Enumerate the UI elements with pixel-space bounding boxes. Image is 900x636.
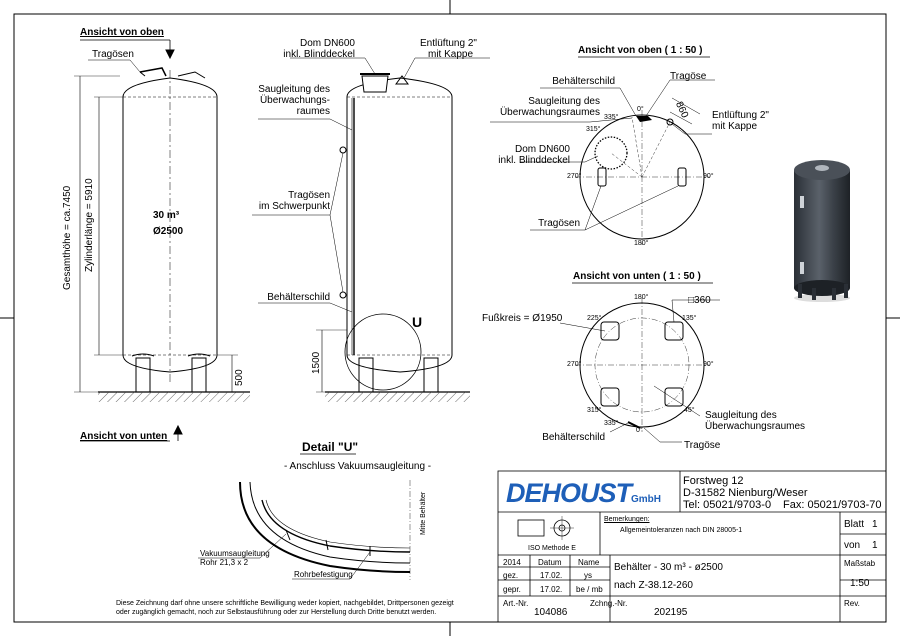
bottom-angle-225: 225° (587, 315, 602, 322)
side-lugs-label-2: im Schwerpunkt (258, 201, 330, 212)
detail-u-marker: U (412, 314, 423, 330)
bottom-angle-45: 45° (684, 407, 695, 414)
detail-pipe-label-2: Rohr 21,3 x 2 (200, 558, 249, 567)
name-header: Name (578, 558, 600, 567)
bottom-angle-90: 90° (703, 361, 714, 368)
view-from-top-label: Ansicht von oben (80, 27, 164, 38)
drawing-title-2: nach Z-38.12-260 (614, 580, 693, 591)
detail-center-label: Mitte Behälter (420, 491, 427, 535)
tank-render (794, 160, 850, 302)
leg-height-dim: 500 (234, 369, 245, 386)
bottom-angle-180: 180° (634, 294, 649, 301)
foot-circle-label: Fußkreis = Ø1950 (482, 313, 563, 324)
side-suction-label-3: raumes (296, 106, 330, 117)
top-angle-180: 180° (634, 240, 649, 247)
bottom-angle-0: 0° (636, 427, 643, 434)
company-logo: DEHOUSTGmbH (506, 478, 662, 508)
drawn-name: ys (584, 571, 592, 580)
drawn-date: 17.02. (540, 571, 563, 580)
company-fax: Fax: 05021/9703-70 (783, 499, 882, 511)
side-suction-label-1: Saugleitung des (258, 84, 330, 95)
bottom-lug-label: Tragöse (684, 440, 721, 451)
bottom-suction-label-1: Saugleitung des (705, 410, 777, 421)
side-dome-label-2: inkl. Blinddeckel (283, 49, 355, 60)
top-suction-label-2: Überwachungsraumes (499, 107, 600, 118)
checked-label: gepr. (503, 585, 521, 594)
remarks-text: Allgemeintoleranzen nach DIN 28005-1 (620, 527, 743, 534)
top-angle-90: 90° (703, 173, 714, 180)
disclaimer-line-1: Diese Zeichnung darf ohne unsere schrift… (116, 600, 454, 607)
cylinder-length-dim: Zylinderlänge = 5910 (84, 178, 95, 272)
view-from-bottom-label: Ansicht von unten (80, 431, 168, 442)
side-dome-label-1: Dom DN600 (299, 38, 355, 49)
top-angle-315: 315° (586, 126, 601, 133)
side-suction-label-2: Überwachungs- (259, 95, 330, 106)
front-view (74, 39, 250, 442)
date-header: Datum (538, 558, 562, 567)
top-view-scaled-title: Ansicht von oben ( 1 : 50 ) (578, 45, 703, 56)
front-lugs-label: Tragösen (92, 49, 134, 60)
detail-title: Detail "U" (302, 440, 359, 454)
side-height-dim: 1500 (311, 351, 322, 374)
company-tel: Tel: 05021/9703-0 (683, 499, 772, 511)
bottom-suction-label-2: Überwachungsraumes (705, 421, 806, 432)
side-vent-label-2: mit Kappe (428, 49, 474, 60)
bottom-angle-135: 135° (682, 315, 697, 322)
drawing-no-value: 202195 (654, 607, 688, 618)
diameter-label: Ø2500 (153, 226, 184, 237)
top-lugs-label: Tragösen (538, 218, 580, 229)
title-block-grid (497, 470, 887, 623)
bottom-view-scaled (559, 282, 720, 443)
company-city: D-31582 Nienburg/Weser (683, 487, 808, 499)
side-vent-label-1: Entlüftung 2" (420, 38, 477, 49)
drawing-no-label: Zchng.-Nr. (590, 599, 628, 608)
top-plate-label: Behälterschild (552, 76, 615, 87)
top-suction-label-1: Saugleitung des (528, 96, 600, 107)
total-height-dim: Gesamthöhe = ca.7450 (62, 185, 73, 290)
detail-u (198, 453, 411, 580)
bottom-angle-335: 335° (604, 420, 619, 427)
of-value: 1 (872, 540, 878, 551)
side-view (252, 57, 490, 402)
top-view-scaled (490, 56, 715, 245)
drawn-label: gez. (503, 571, 519, 580)
bottom-angle-270: 270° (567, 361, 582, 368)
side-lugs-label-1: Tragösen (288, 190, 330, 201)
top-angle-270: 270° (567, 173, 582, 180)
checked-name: be / mb (576, 585, 603, 594)
top-vent-label-1: Entlüftung 2" (712, 110, 769, 121)
top-dome-label-1: Dom DN600 (514, 144, 570, 155)
square-dim-label: □360 (688, 295, 711, 306)
top-dome-label-2: inkl. Blinddeckel (498, 155, 570, 166)
detail-fixing-label: Rohrbefestigung (294, 570, 353, 579)
of-label: von (844, 540, 861, 551)
remarks-label: Bemerkungen: (604, 516, 650, 523)
article-value: 104086 (534, 607, 568, 618)
article-label: Art.-Nr. (503, 599, 529, 608)
disclaimer-line-2: oder zugänglich gemacht, noch zur Selbst… (116, 609, 437, 616)
company-street: Forstweg 12 (683, 475, 744, 487)
volume-label: 30 m³ (153, 210, 180, 221)
scale-label: Maßstab (844, 559, 876, 568)
sheet-value: 1 (872, 519, 878, 530)
detail-pipe-label-1: Vakuumsaugleitung (200, 549, 270, 558)
bottom-angle-315: 315° (587, 407, 602, 414)
side-plate-label: Behälterschild (267, 292, 330, 303)
drawing-title-1: Behälter - 30 m³ - ø2500 (614, 562, 723, 573)
checked-date: 17.02. (540, 585, 563, 594)
sheet-label: Blatt (844, 519, 865, 530)
year-cell: 2014 (503, 558, 521, 567)
top-lug-label: Tragöse (670, 71, 707, 82)
bottom-plate-label: Behälterschild (542, 432, 605, 443)
top-angle-335: 335° (604, 114, 619, 121)
iso-method-label: ISO Methode E (528, 545, 576, 552)
top-angle-0: 0° (637, 106, 644, 113)
scale-value: 1:50 (850, 578, 870, 589)
top-vent-label-2: mit Kappe (712, 121, 758, 132)
bottom-view-scaled-title: Ansicht von unten ( 1 : 50 ) (573, 271, 701, 282)
detail-subtitle: - Anschluss Vakuumsaugleitung - (284, 461, 432, 472)
revision-label: Rev. (844, 599, 860, 608)
